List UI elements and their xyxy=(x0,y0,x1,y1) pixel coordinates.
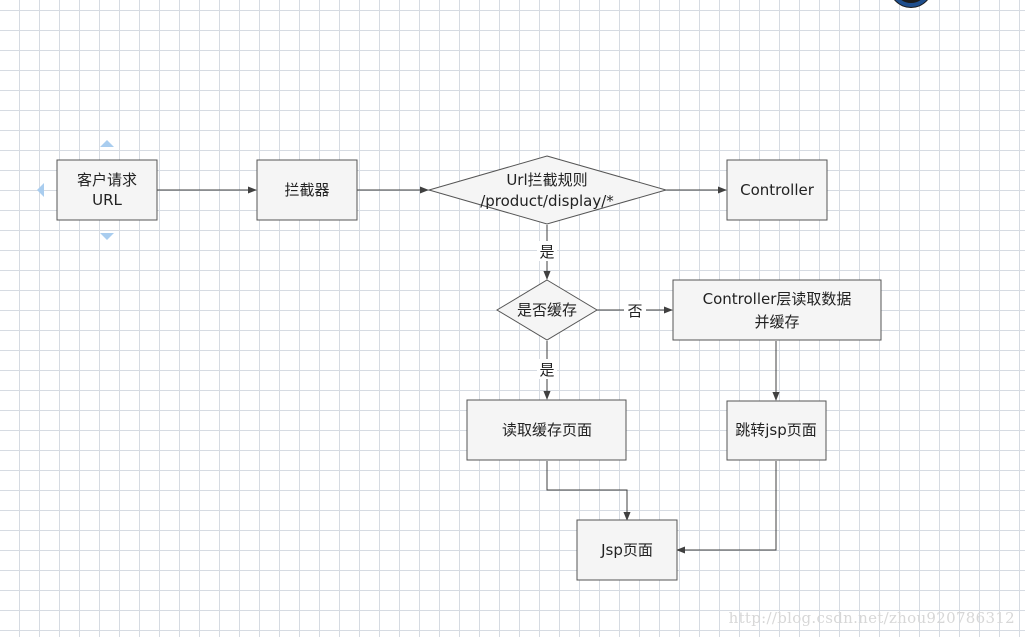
node-controller[interactable]: Controller xyxy=(726,159,828,221)
edge-label-yes-1: 是 xyxy=(539,243,554,261)
handle-down-icon[interactable] xyxy=(100,233,114,240)
node-read-cache-page-label: 读取缓存页面 xyxy=(502,421,592,439)
node-controller-read-line-1: Controller层读取数据 xyxy=(703,290,852,308)
node-interceptor-label: 拦截器 xyxy=(284,181,329,199)
handle-up-icon[interactable] xyxy=(100,140,114,147)
selection-handles[interactable] xyxy=(37,140,114,240)
node-url-rule-line-2: /product/display/* xyxy=(480,192,614,210)
edge-read-cache-page-to-jsp-page[interactable] xyxy=(546,461,631,521)
edge-labels: 是 否 是 xyxy=(537,241,646,379)
node-interceptor[interactable]: 拦截器 xyxy=(256,159,358,221)
watermark-url: http://blog.csdn.net/zhou920786312 xyxy=(728,609,1015,627)
node-controller-read[interactable]: Controller层读取数据 并缓存 xyxy=(672,279,882,341)
node-jsp-page[interactable]: Jsp页面 xyxy=(576,519,678,581)
node-read-cache-page[interactable]: 读取缓存页面 xyxy=(466,399,627,461)
edges xyxy=(157,186,780,554)
no-label-backdrop xyxy=(624,300,646,320)
node-url-rule-line-1: Url拦截规则 xyxy=(506,171,587,189)
node-is-cached-label: 是否缓存 xyxy=(517,301,577,319)
node-is-cached[interactable]: 是否缓存 xyxy=(496,279,598,341)
yes-label-backdrop xyxy=(537,241,557,261)
node-url-rule[interactable]: Url拦截规则 /product/display/* xyxy=(427,155,668,225)
node-client-request-line-2: URL xyxy=(92,191,122,209)
node-controller-read-line-2: 并缓存 xyxy=(754,313,799,331)
corner-logo-icon xyxy=(894,0,928,8)
node-controller-label: Controller xyxy=(740,181,815,199)
edge-label-yes-2: 是 xyxy=(539,361,554,379)
yes-label-backdrop-2 xyxy=(537,359,557,379)
node-client-request[interactable]: 客户请求 URL xyxy=(56,159,158,221)
edge-label-no: 否 xyxy=(627,302,642,320)
node-jsp-page-label: Jsp页面 xyxy=(600,541,653,559)
handle-left-icon[interactable] xyxy=(37,183,44,197)
node-client-request-line-1: 客户请求 xyxy=(77,171,137,189)
node-jump-jsp-label: 跳转jsp页面 xyxy=(735,421,817,439)
edge-jump-jsp-to-jsp-page[interactable] xyxy=(676,461,777,554)
node-jump-jsp[interactable]: 跳转jsp页面 xyxy=(726,400,827,461)
